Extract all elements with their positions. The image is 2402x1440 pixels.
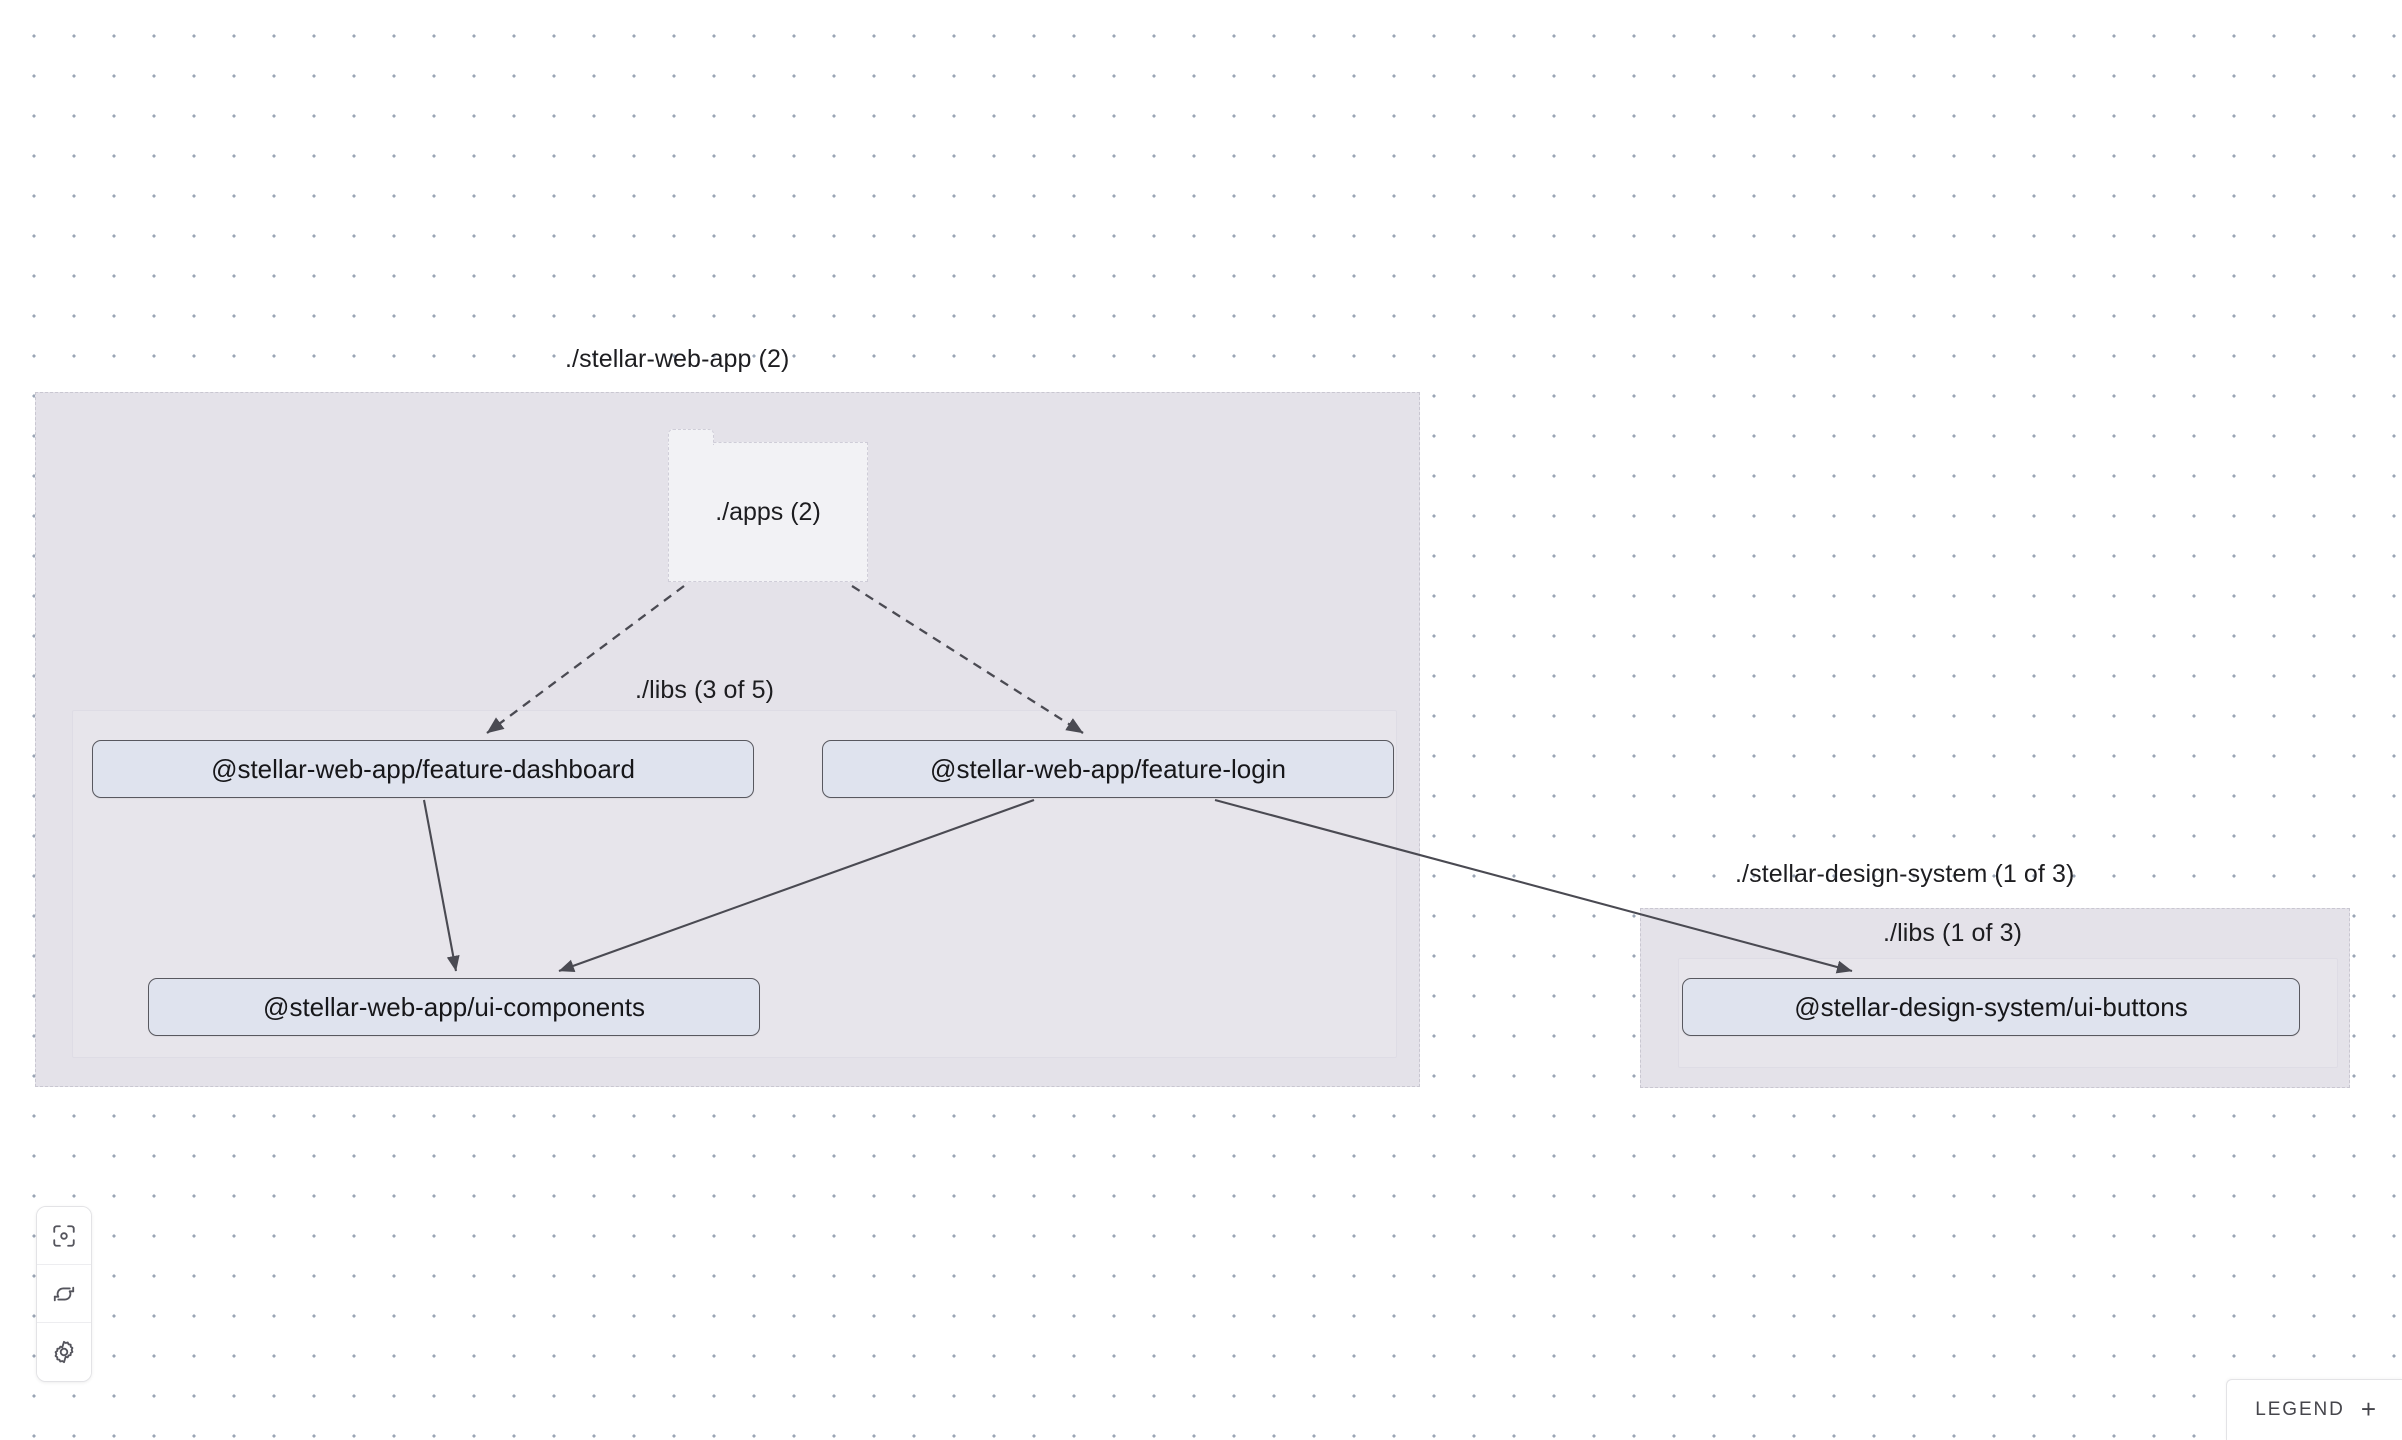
group-label-stellar-design-system: ./stellar-design-system (1 of 3)	[1735, 860, 2075, 888]
focus-graph-button[interactable]	[37, 1207, 91, 1265]
node-feature-login[interactable]: @stellar-web-app/feature-login	[822, 740, 1394, 798]
node-label: @stellar-design-system/ui-buttons	[1794, 991, 2188, 1022]
plus-icon: +	[2360, 1394, 2376, 1424]
node-label: @stellar-web-app/ui-components	[263, 991, 645, 1022]
folder-node-apps[interactable]: ./apps (2)	[667, 429, 868, 582]
focus-target-icon	[51, 1223, 77, 1249]
node-label: @stellar-web-app/feature-dashboard	[211, 753, 635, 784]
node-label: @stellar-web-app/feature-login	[930, 753, 1286, 784]
directory-label-web-app-libs: ./libs (3 of 5)	[635, 676, 775, 704]
node-feature-dashboard[interactable]: @stellar-web-app/feature-dashboard	[92, 740, 754, 798]
refresh-graph-button[interactable]	[37, 1265, 91, 1323]
legend-toggle-button[interactable]: LEGEND +	[2226, 1379, 2402, 1440]
legend-label: LEGEND	[2255, 1399, 2345, 1420]
directory-label-design-system-libs: ./libs (1 of 3)	[1883, 919, 2023, 947]
view-controls-panel	[36, 1206, 92, 1382]
graph-settings-button[interactable]	[37, 1323, 91, 1381]
gear-icon	[51, 1339, 77, 1365]
group-label-stellar-web-app: ./stellar-web-app (2)	[565, 345, 790, 373]
node-ui-buttons[interactable]: @stellar-design-system/ui-buttons	[1682, 978, 2300, 1036]
folder-tab-mask	[669, 441, 713, 446]
folder-node-label: ./apps (2)	[715, 497, 821, 526]
node-ui-components[interactable]: @stellar-web-app/ui-components	[148, 978, 760, 1036]
refresh-icon	[51, 1281, 77, 1307]
